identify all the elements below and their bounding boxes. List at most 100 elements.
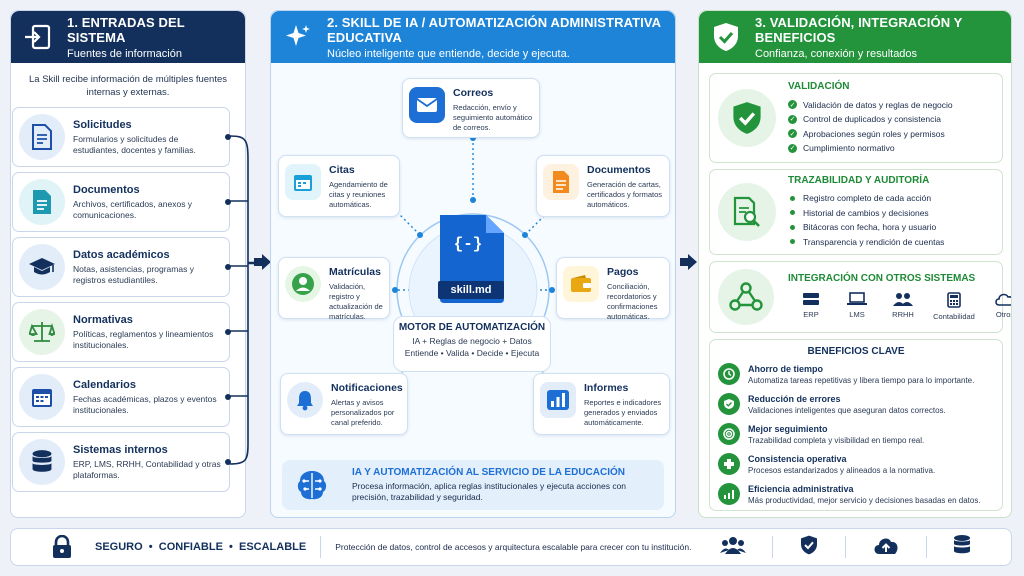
card-desc: Políticas, reglamentos y lineamientos in… [73,328,214,350]
benefit-title: Eficiencia administrativa [748,483,854,494]
bell-icon [287,382,323,418]
arrow-right-icon [254,254,271,270]
validation-subtitle: Confianza, conexión y resultados [755,47,918,60]
connector-dot [225,199,231,205]
validacion-section: VALIDACIÓN ✓Validación de datos y reglas… [709,73,1003,163]
module-desc: Conciliación, recordatorios y confirmaci… [607,282,658,321]
clock-icon [718,363,740,385]
module-title: Pagos [607,266,639,278]
calculator-icon [947,292,961,308]
module-correos[interactable]: Correos Redacción, envío y seguimiento a… [402,78,540,138]
skill-subtitle: Núcleo inteligente que entiende, decide … [327,47,570,60]
connector-dot [225,264,231,270]
card-title: Calendarios [73,378,136,391]
skill-code-symbol: {-} [453,235,483,253]
cloud-icon [995,293,1011,306]
skill-title: 2. SKILL DE IA / AUTOMATIZACIÓN ADMINIST… [327,14,661,45]
card-title: Sistemas internos [73,443,168,456]
benefit-desc: Procesos estandarizados y alineados a la… [748,465,936,475]
systems-row: ERP LMS RRHH Contabilidad Otros [788,292,1011,321]
divider [320,536,322,558]
user-icon [285,266,321,302]
system-rrhh: RRHH [880,292,926,319]
brain-circuit-icon [292,465,332,505]
document-search-icon [718,183,776,241]
calendar-clock-icon [285,164,321,200]
card-desc: ERP, LMS, RRHH, Contabilidad y otras pla… [73,458,221,480]
login-icon [21,20,55,54]
puzzle-icon [718,453,740,475]
database-icon [19,439,65,485]
benefit-title: Consistencia operativa [748,453,847,464]
footer-desc: Protección de datos, control de accesos … [335,542,692,552]
engine-title: MOTOR DE AUTOMATIZACIÓN [398,322,546,333]
module-desc: Alertas y avisos personalizados por cana… [331,398,395,427]
list-item: ✓Validación de datos y reglas de negocio [788,99,953,110]
card-desc: Archivos, certificados, anexos y comunic… [73,198,193,220]
card-desc: Formularios y solicitudes de estudiantes… [73,133,196,155]
ai-education-banner: IA Y AUTOMATIZACIÓN AL SERVICIO DE LA ED… [282,460,664,510]
shield-check-icon [718,393,740,415]
section-title: VALIDACIÓN [788,80,850,92]
laptop-icon [847,292,867,305]
module-informes[interactable]: Informes Reportes e indicadores generado… [533,373,670,435]
connector-dot [225,329,231,335]
trazabilidad-section: TRAZABILIDAD Y AUDITORÍA Registro comple… [709,169,1003,255]
inputs-subtitle: Fuentes de información [67,47,182,60]
validation-header: 3. VALIDACIÓN, INTEGRACIÓN Y BENEFICIOS … [699,11,1011,63]
check-icon: ✓ [788,129,797,139]
card-title: Datos académicos [73,248,170,261]
benefit-desc: Más productividad, mejor servicio y deci… [748,495,981,505]
system-contabilidad: Contabilidad [926,292,982,321]
connector-dot [225,459,231,465]
shield-check-icon [799,534,819,561]
engine-line1: IA + Reglas de negocio + Datos [412,336,532,346]
module-notificaciones[interactable]: Notificaciones Alertas y avisos personal… [280,373,408,435]
integracion-section: INTEGRACIÓN CON OTROS SISTEMAS ERP LMS R… [709,261,1011,333]
banner-desc: Procesa información, aplica reglas insti… [352,481,627,502]
network-icon [718,269,774,325]
list-item: ✓Aprobaciones según roles y permisos [788,128,945,139]
module-citas[interactable]: Citas Agendamiento de citas y reuniones … [278,155,400,217]
lock-icon [51,534,75,559]
module-title: Citas [329,164,355,176]
footer-bar: SEGURO • CONFIABLE • ESCALABLE Protecció… [10,528,1012,566]
inputs-title: 1. ENTRADAS DEL SISTEMA [67,14,185,45]
section-title: TRAZABILIDAD Y AUDITORÍA [788,175,930,186]
check-icon: ✓ [788,114,797,124]
skill-file-label: skill.md [438,281,504,299]
module-desc: Validación, registro y actualización de … [329,282,383,321]
server-icon [803,293,819,305]
benefit-desc: Automatiza tareas repetitivas y libera t… [748,375,975,385]
benefit-desc: Trazabilidad completa y visibilidad en t… [748,435,925,445]
module-pagos[interactable]: Pagos Conciliación, recordatorios y conf… [556,257,670,321]
section-title: INTEGRACIÓN CON OTROS SISTEMAS [788,273,976,284]
shield-check-icon [718,89,776,147]
shield-check-icon [709,20,743,54]
validation-title: 3. VALIDACIÓN, INTEGRACIÓN Y BENEFICIOS [755,14,963,45]
connector-dot [225,394,231,400]
divider [772,536,773,558]
section-title: BENEFICIOS CLAVE [807,346,905,357]
list-item: Historial de cambios y decisiones [788,206,944,221]
wallet-icon [563,266,599,302]
graduation-cap-icon [19,244,65,290]
benefit-title: Mejor seguimiento [748,423,828,434]
module-matriculas[interactable]: Matrículas Validación, registro y actual… [278,257,390,321]
list-item: Transparencia y rendición de cuentas [788,235,944,250]
module-title: Matrículas [329,266,381,278]
module-desc: Reportes e indicadores generados y envia… [584,398,662,427]
module-documentos[interactable]: Documentos Generación de cartas, certifi… [536,155,670,217]
list-item: ✓Cumplimiento normativo [788,143,895,154]
